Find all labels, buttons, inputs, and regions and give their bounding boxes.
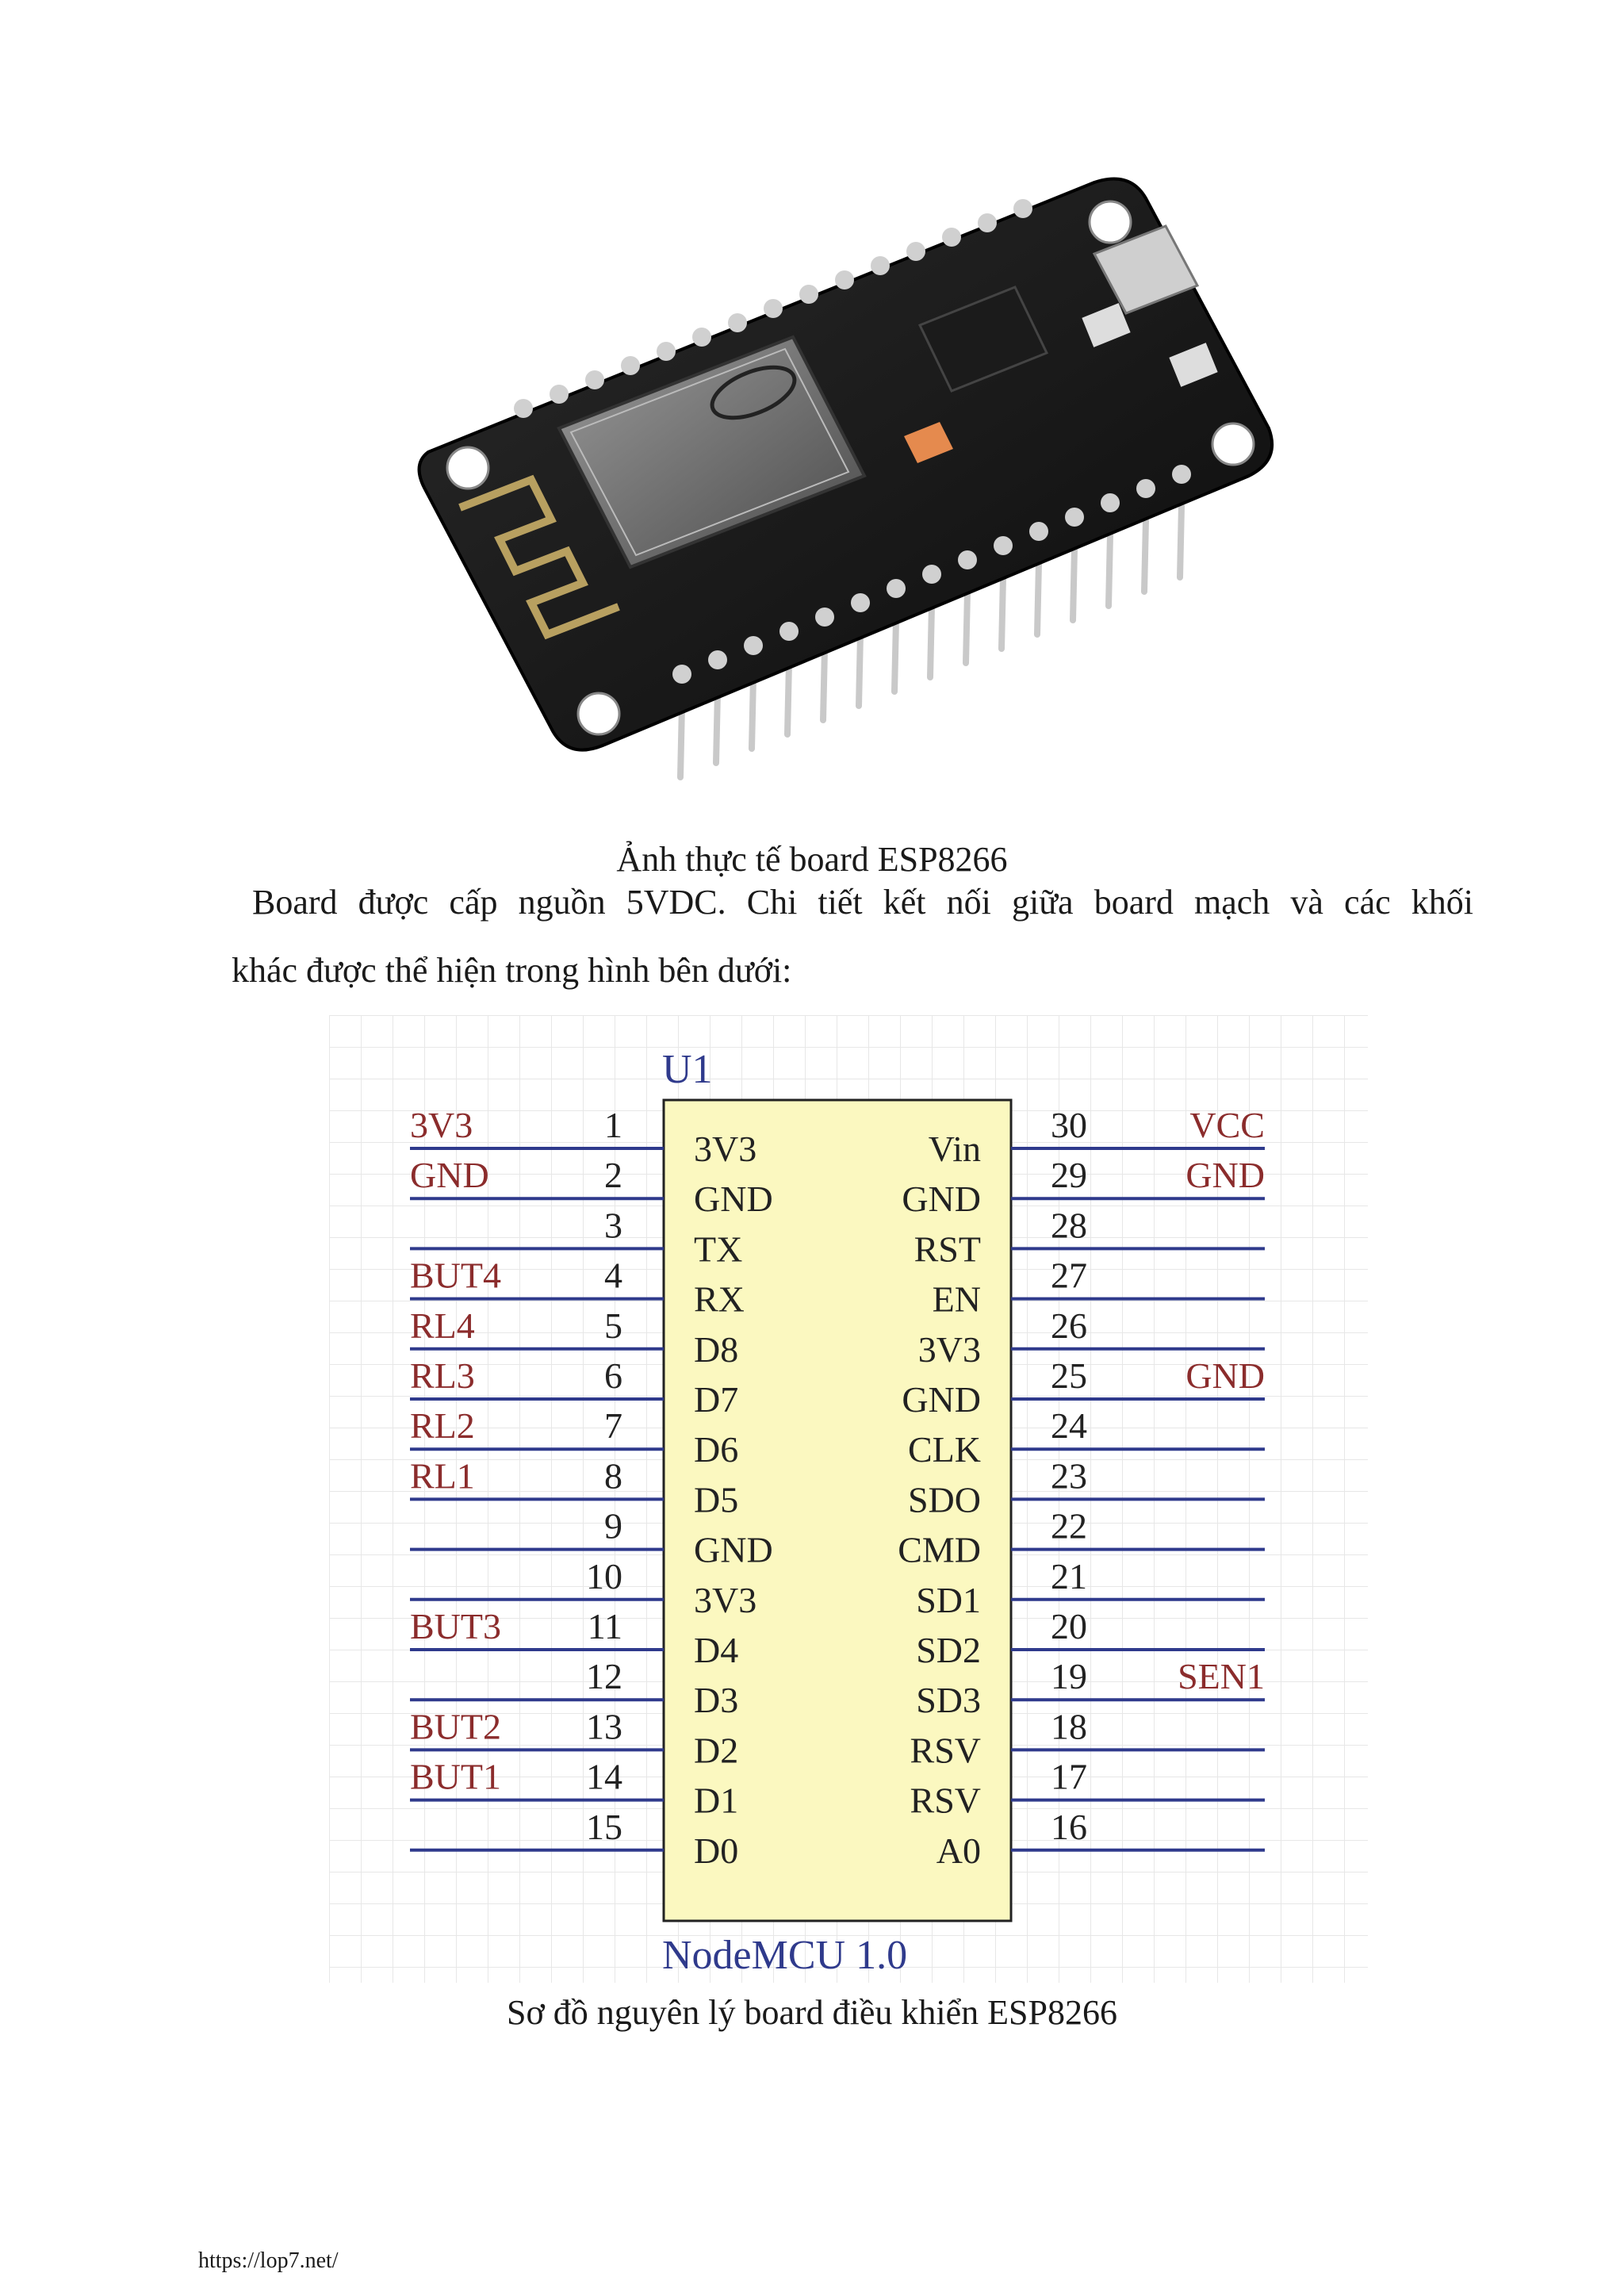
left-pin-number: 15 bbox=[586, 1807, 622, 1847]
right-pin-name: A0 bbox=[936, 1830, 981, 1871]
right-pin-number: 18 bbox=[1051, 1706, 1087, 1746]
right-net-label: SEN1 bbox=[1178, 1656, 1265, 1696]
right-net-label: GND bbox=[1185, 1355, 1265, 1396]
right-pin-number: 22 bbox=[1051, 1506, 1087, 1547]
left-pin-number: 5 bbox=[604, 1305, 622, 1346]
right-pin-number: 17 bbox=[1051, 1757, 1087, 1797]
right-pin-number: 28 bbox=[1051, 1205, 1087, 1245]
left-pin-number: 7 bbox=[604, 1405, 622, 1446]
left-pin-number: 8 bbox=[604, 1455, 622, 1496]
left-pin-number: 10 bbox=[586, 1556, 622, 1596]
right-pin-number: 24 bbox=[1051, 1405, 1087, 1446]
left-pin-name: 3V3 bbox=[694, 1129, 756, 1169]
left-pin-number: 11 bbox=[588, 1606, 622, 1646]
left-pin-number: 1 bbox=[604, 1105, 622, 1145]
right-pin-number: 20 bbox=[1051, 1606, 1087, 1646]
left-pin-number: 4 bbox=[604, 1255, 622, 1296]
left-net-label: 3V3 bbox=[410, 1105, 473, 1145]
right-pin-name: SD1 bbox=[916, 1580, 981, 1620]
right-pin-name: GND bbox=[902, 1179, 981, 1219]
left-pin-name: D4 bbox=[694, 1630, 738, 1670]
right-pin-name: 3V3 bbox=[918, 1329, 981, 1370]
right-pin-name: GND bbox=[902, 1379, 981, 1420]
right-pin-name: SDO bbox=[908, 1479, 981, 1520]
left-net-label: RL1 bbox=[410, 1455, 475, 1496]
schematic-caption: Sơ đồ nguyên lý board điều khiển ESP8266 bbox=[507, 1993, 1117, 2032]
left-pin-name: D1 bbox=[694, 1780, 738, 1821]
right-pin-name: SD2 bbox=[916, 1630, 981, 1670]
right-pin-number: 29 bbox=[1051, 1155, 1087, 1195]
right-pin-number: 30 bbox=[1051, 1105, 1087, 1145]
left-net-label: RL2 bbox=[410, 1405, 475, 1446]
left-net-label: BUT4 bbox=[410, 1255, 501, 1296]
chip-designator: U1 bbox=[662, 1047, 713, 1092]
right-pin-number: 16 bbox=[1051, 1807, 1087, 1847]
right-pin-number: 26 bbox=[1051, 1305, 1087, 1346]
right-pin-name: Vin bbox=[929, 1129, 981, 1169]
left-pin-name: D0 bbox=[694, 1830, 738, 1871]
right-pin-name: EN bbox=[933, 1279, 981, 1320]
left-pin-number: 9 bbox=[604, 1506, 622, 1547]
left-pin-name: D2 bbox=[694, 1730, 738, 1770]
footer-url[interactable]: https://lop7.net/ bbox=[198, 2248, 339, 2273]
left-pin-number: 2 bbox=[604, 1155, 622, 1195]
left-pin-number: 6 bbox=[604, 1355, 622, 1396]
chip-part-name: NodeMCU 1.0 bbox=[662, 1933, 907, 1978]
right-pin-name: RSV bbox=[910, 1730, 981, 1770]
left-pin-name: D5 bbox=[694, 1479, 738, 1520]
left-pin-number: 3 bbox=[604, 1205, 622, 1245]
left-pin-number: 13 bbox=[586, 1706, 622, 1746]
left-net-label: BUT2 bbox=[410, 1706, 501, 1746]
left-net-label: GND bbox=[410, 1155, 489, 1195]
left-pin-number: 14 bbox=[586, 1757, 622, 1797]
right-pin-name: RST bbox=[914, 1228, 981, 1269]
left-pin-name: RX bbox=[694, 1279, 745, 1320]
right-pin-number: 23 bbox=[1051, 1455, 1087, 1496]
schematic-diagram: U1 NodeMCU 1.0 13V33V32GNDGND3TX4RXBUT45… bbox=[329, 1015, 1368, 1983]
left-pin-name: GND bbox=[694, 1179, 773, 1219]
photo-caption: Ảnh thực tế board ESP8266 bbox=[616, 840, 1008, 879]
left-pin-name: D3 bbox=[694, 1680, 738, 1720]
right-pin-name: SD3 bbox=[916, 1680, 981, 1720]
right-pin-name: RSV bbox=[910, 1780, 981, 1821]
right-net-label: GND bbox=[1185, 1155, 1265, 1195]
right-pin-number: 25 bbox=[1051, 1355, 1087, 1396]
left-pin-name: D8 bbox=[694, 1329, 738, 1370]
right-net-label: VCC bbox=[1189, 1105, 1265, 1145]
left-net-label: RL3 bbox=[410, 1355, 475, 1396]
right-pin-name: CMD bbox=[898, 1530, 981, 1570]
left-pin-name: D7 bbox=[694, 1379, 738, 1420]
left-net-label: BUT1 bbox=[410, 1757, 501, 1797]
left-pin-name: GND bbox=[694, 1530, 773, 1570]
left-net-label: RL4 bbox=[410, 1305, 475, 1346]
board-photo bbox=[417, 177, 1274, 780]
right-pin-number: 21 bbox=[1051, 1556, 1087, 1596]
left-pin-name: 3V3 bbox=[694, 1580, 756, 1620]
left-pin-name: TX bbox=[694, 1228, 742, 1269]
right-pin-number: 27 bbox=[1051, 1255, 1087, 1296]
left-net-label: BUT3 bbox=[410, 1606, 501, 1646]
left-pin-number: 12 bbox=[586, 1656, 622, 1696]
paragraph-line-1: Board được cấp nguồn 5VDC. Chi tiết kết … bbox=[252, 883, 1473, 922]
paragraph-line-2: khác được thể hiện trong hình bên dưới: bbox=[232, 951, 792, 990]
right-pin-name: CLK bbox=[908, 1429, 981, 1470]
chip-body bbox=[662, 1098, 1013, 1922]
left-pin-name: D6 bbox=[694, 1429, 738, 1470]
right-pin-number: 19 bbox=[1051, 1656, 1087, 1696]
